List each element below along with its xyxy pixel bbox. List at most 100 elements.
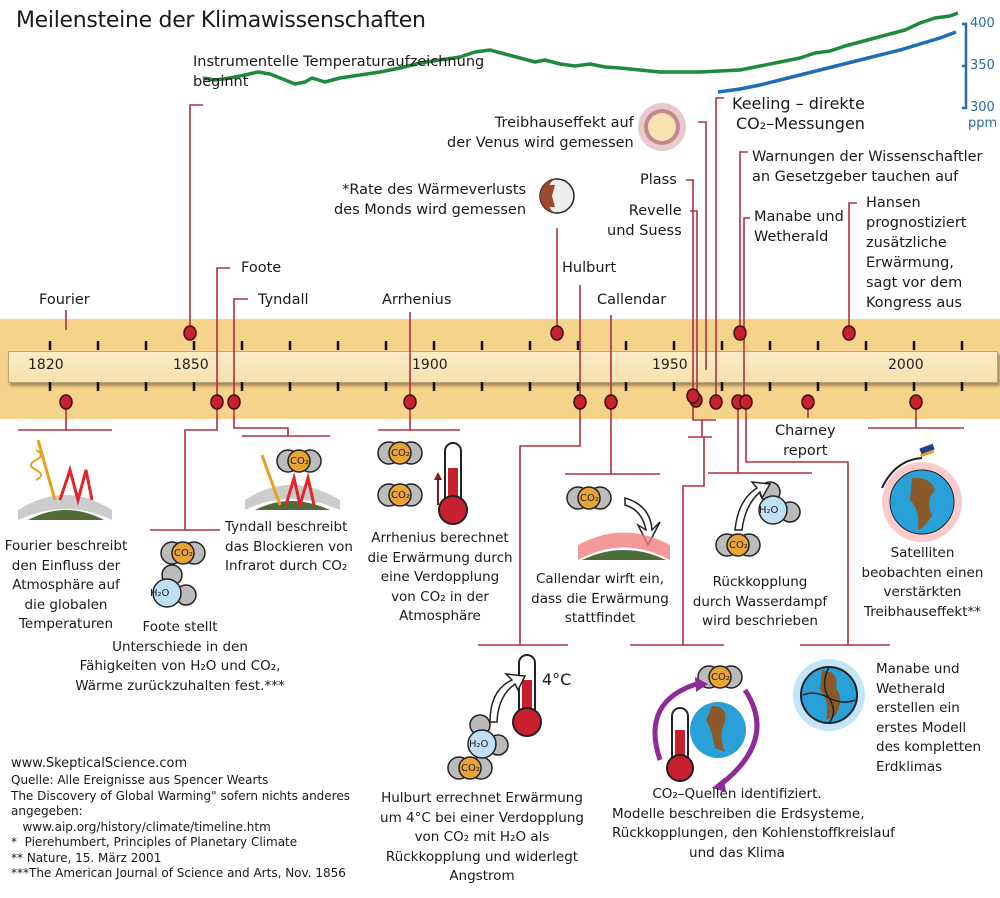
h2o-text: H₂O <box>469 739 489 750</box>
event-markers <box>59 325 923 410</box>
ppm-tick-300: 300 <box>970 100 995 115</box>
label-callendar: Callendar <box>597 292 667 308</box>
source-footnote-3: ***The American Journal of Science and A… <box>11 866 346 880</box>
year-label-1900: 1900 <box>412 357 448 373</box>
label-tyndall: Tyndall <box>258 292 309 308</box>
sources-block: www.SkepticalScience.com Quelle: Alle Er… <box>11 755 350 882</box>
marker-warnings <box>733 325 747 341</box>
marker-hulburt <box>573 394 587 410</box>
co2-molecule-icon <box>377 483 423 507</box>
marker-keeling <box>709 394 723 410</box>
ppm-unit: ppm <box>968 116 998 131</box>
marker-tyndall <box>227 394 241 410</box>
label-arrhenius: Arrhenius <box>382 292 452 308</box>
year-label-2000: 2000 <box>888 357 924 373</box>
co2-text: CO₂ <box>461 763 480 774</box>
tyndall-radiation-icon <box>245 454 340 511</box>
feedback-arrow-icons <box>489 481 772 723</box>
marker-manabe-2 <box>739 394 753 410</box>
co2-molecule-icons <box>152 441 801 780</box>
source-line: angegeben: <box>11 804 83 818</box>
source-url: www.aip.org/history/climate/timeline.htm <box>11 819 271 834</box>
label-fourier: Fourier <box>39 292 90 308</box>
h2o-molecule-icon <box>467 714 509 759</box>
co2-molecule-icon <box>715 533 761 557</box>
moon-icon <box>539 178 575 214</box>
co2-text: CO₂ <box>711 672 730 683</box>
label-hulburt: Hulburt <box>562 260 617 276</box>
year-label-1850: 1850 <box>173 357 209 373</box>
co2-molecule-icon <box>566 486 612 510</box>
label-plass: Plass <box>640 172 677 188</box>
marker-moon <box>550 325 564 341</box>
source-site: www.SkepticalScience.com <box>11 756 188 771</box>
puzzle-globe-icon <box>793 659 865 731</box>
four-degrees-label: 4°C <box>542 670 572 689</box>
co2-text: CO₂ <box>290 456 309 467</box>
source-footnote-2: ** Nature, 15. März 2001 <box>11 850 162 865</box>
satellite-earth-icon <box>881 443 962 542</box>
fourier-radiation-icon <box>18 439 112 520</box>
marker-arrhenius <box>403 394 417 410</box>
warming-surface-icon <box>578 532 670 560</box>
h2o-text: H₂O <box>150 588 170 599</box>
description-models: CO₂–Quellen identifiziert.Modelle beschr… <box>612 786 895 861</box>
co2-text: CO₂ <box>391 490 410 501</box>
co2-molecule-icon <box>160 541 206 565</box>
source-footnote-1: * Pierehumbert, Principles of Planetary … <box>11 835 298 849</box>
climate-cycle-icon <box>652 677 760 792</box>
timeline-ticks <box>48 341 964 391</box>
source-line: Quelle: Alle Ereignisse aus Spencer Wear… <box>11 773 269 787</box>
co2-molecule-icon <box>377 441 423 465</box>
co2-text: CO₂ <box>174 548 193 559</box>
marker-callendar <box>604 394 618 410</box>
label-foote: Foote <box>241 260 282 276</box>
h2o-text: H₂O <box>759 505 779 516</box>
connectors-bottom <box>18 402 964 646</box>
h2o-molecule-icon <box>152 564 197 608</box>
timeline-bar <box>8 351 998 383</box>
marker-satellites <box>909 394 923 410</box>
year-label-1820: 1820 <box>28 357 64 373</box>
co2-molecule-icon <box>447 756 493 780</box>
year-label-1950: 1950 <box>652 357 688 373</box>
co2-molecule-icon <box>276 449 322 473</box>
marker-revelle <box>686 388 700 404</box>
co2-text: CO₂ <box>391 448 410 459</box>
connectors-top <box>65 97 857 402</box>
ppm-tick-350: 350 <box>970 58 995 73</box>
thermometer-icon-arrhenius <box>434 442 468 525</box>
co2-text: CO₂ <box>580 493 599 504</box>
marker-charney <box>801 394 815 410</box>
marker-foote <box>210 394 224 410</box>
co2-curve <box>717 30 957 94</box>
marker-fourier <box>59 394 73 410</box>
marker-1850-top <box>183 325 197 341</box>
ppm-axis <box>962 22 968 110</box>
thermometer-icon-hulburt <box>512 654 542 737</box>
ppm-tick-400: 400 <box>970 16 995 31</box>
temperature-curve <box>202 11 959 86</box>
source-line: The Discovery of Global Warming" sofern … <box>11 788 350 803</box>
venus-icon <box>638 103 686 151</box>
thermometer-icon-models <box>666 707 694 782</box>
